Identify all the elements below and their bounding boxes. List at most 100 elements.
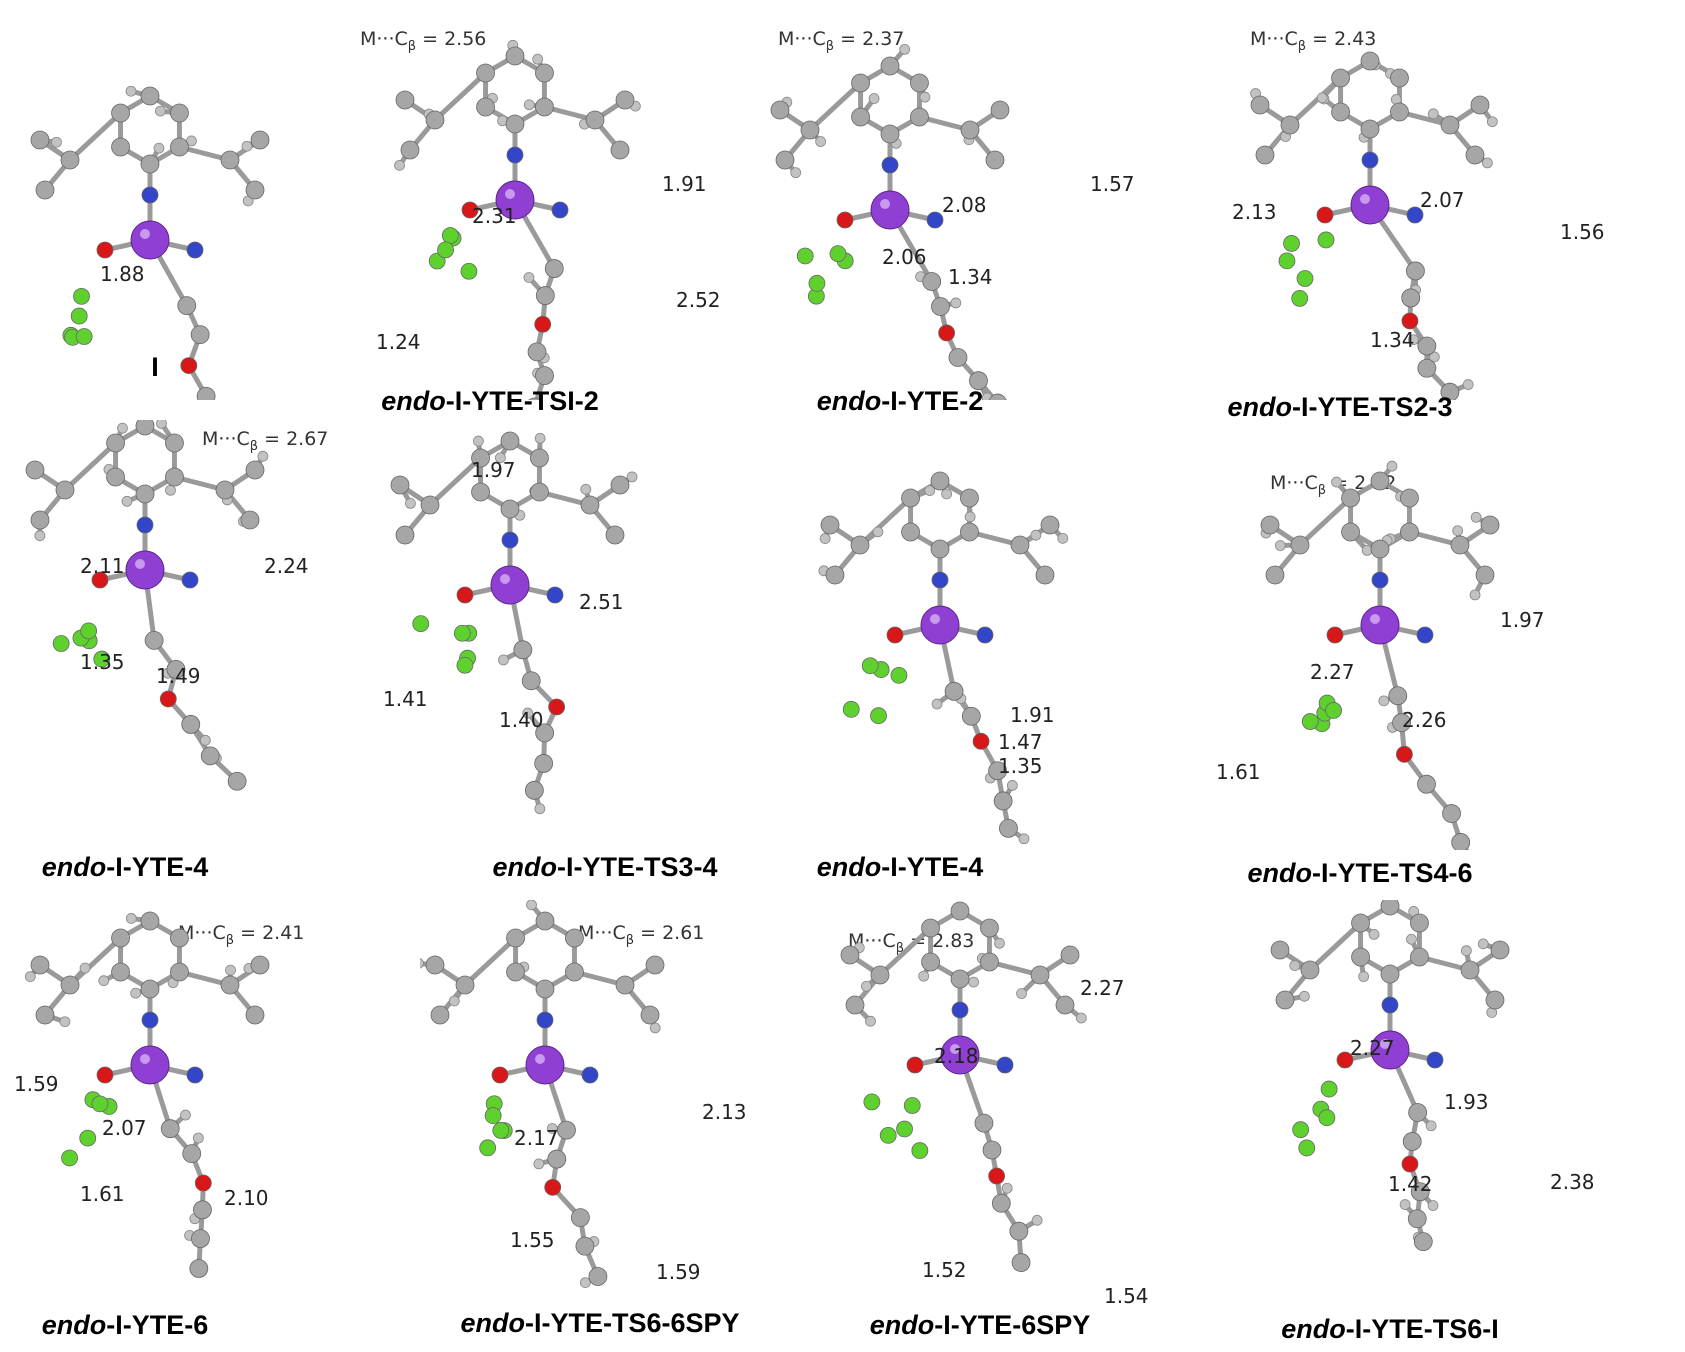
distance-label: 2.51 <box>579 590 624 614</box>
carbon-atom <box>1417 336 1437 356</box>
carbon-atom <box>1275 990 1295 1010</box>
structure-label: endo-I-YTE-TSI-2 <box>381 386 599 416</box>
carbon-atom <box>1030 965 1050 985</box>
bond <box>1297 495 1354 548</box>
oxygen-atom <box>1395 745 1413 763</box>
atoms-group <box>24 911 270 1278</box>
m-cbeta-distance: M···Cβ = 2.43 <box>1250 28 1377 54</box>
carbon-atom <box>111 928 130 948</box>
hydrogen-atom <box>1331 476 1342 488</box>
carbon-atom <box>506 928 525 948</box>
metal-highlight <box>140 229 150 239</box>
hydrogen-atom <box>98 975 110 987</box>
distance-label: 1.35 <box>998 754 1043 778</box>
carbon-atom <box>1413 1232 1433 1252</box>
structure-label: endo-I-YTE-6 <box>41 1310 209 1340</box>
fluorine-atom <box>1317 231 1335 249</box>
hydrogen-atom <box>1030 529 1042 541</box>
structure-label: endo-I-YTE-4 <box>816 852 984 882</box>
fluorine-atom <box>437 241 454 259</box>
carbon-atom <box>135 420 155 436</box>
nitrogen-atom <box>186 1066 204 1084</box>
carbon-atom <box>430 1005 450 1025</box>
carbon-atom <box>425 110 445 130</box>
molecule-model <box>30 85 270 400</box>
hydrogen-atom <box>1425 1120 1437 1132</box>
hydrogen-atom <box>860 980 872 992</box>
carbon-atom <box>534 754 554 773</box>
distance-label: 2.17 <box>514 1126 559 1150</box>
carbon-atom <box>215 480 235 500</box>
hydrogen-atom <box>1361 544 1373 556</box>
molecule-model <box>420 900 665 1289</box>
fluorine-atom <box>1283 235 1300 252</box>
hydrogen-atom <box>522 707 534 719</box>
distance-label: 2.07 <box>102 1116 147 1140</box>
carbon-atom <box>570 1208 590 1228</box>
distance-label: 2.38 <box>1550 1170 1595 1194</box>
carbon-atom <box>930 539 950 559</box>
carbon-atom <box>1392 713 1411 733</box>
distance-label: 2.27 <box>1080 976 1125 1000</box>
nitrogen-atom <box>1406 206 1424 224</box>
structure-TS3-4: 1.97 2.51 1.41 1.40 endo-I-YTE-TS3-4 <box>375 420 795 900</box>
carbon-atom <box>535 97 554 117</box>
oxygen-atom <box>988 1167 1006 1185</box>
structure-label: endo-I-YTE-2 <box>816 386 984 416</box>
metal-highlight <box>505 189 515 199</box>
carbon-atom <box>420 495 440 515</box>
metal-atom <box>1370 1030 1410 1070</box>
carbon-atom <box>535 286 555 305</box>
carbon-atom <box>245 1005 265 1025</box>
metal-atom <box>920 605 960 645</box>
carbon-atom <box>575 1236 595 1256</box>
carbon-atom <box>1060 945 1080 965</box>
carbon-atom <box>30 955 50 975</box>
structure-label: endo-I-YTE-TS6-I <box>1281 1314 1499 1344</box>
structure-TS4-6: M···Cβ = 2.52 1.97 2.27 2.26 1.61 endo-I… <box>1216 420 1685 900</box>
carbon-atom <box>1451 833 1471 850</box>
carbon-atom <box>969 371 988 391</box>
carbon-atom <box>390 475 410 495</box>
carbon-atom <box>1260 515 1280 535</box>
metal-highlight <box>135 559 145 569</box>
fluorine-atom <box>479 1139 497 1157</box>
carbon-atom <box>921 952 940 972</box>
carbon-atom <box>476 63 495 83</box>
fluorine-atom <box>61 1149 78 1167</box>
molecule-model <box>390 431 638 815</box>
structure-label: endo-I-YTE-TS3-4 <box>492 852 718 882</box>
carbon-atom <box>1010 535 1030 555</box>
carbon-atom <box>250 130 270 150</box>
carbon-atom <box>901 522 920 542</box>
oxygen-atom <box>180 357 198 375</box>
carbon-atom <box>580 495 600 515</box>
hydrogen-atom <box>125 85 137 97</box>
carbon-atom <box>640 1005 660 1025</box>
carbon-atom <box>1417 774 1436 794</box>
distance-label: 2.13 <box>702 1100 747 1124</box>
nitrogen-atom <box>996 1056 1014 1074</box>
hydrogen-atom <box>526 900 537 911</box>
carbon-atom <box>988 761 1008 781</box>
hydrogen-atom <box>931 698 943 710</box>
hydrogen-atom <box>968 976 979 988</box>
carbon-atom <box>1380 964 1400 984</box>
hydrogen-atom <box>533 1158 545 1170</box>
carbon-atom <box>170 928 189 948</box>
carbon-atom <box>850 535 870 555</box>
distance-label: 1.49 <box>156 664 201 688</box>
carbon-atom <box>30 510 50 530</box>
oxygen-atom <box>548 698 566 716</box>
metal-atom <box>1350 185 1390 225</box>
carbon-atom <box>140 979 160 999</box>
carbon-atom <box>982 1140 1002 1160</box>
nitrogen-atom <box>536 1011 554 1029</box>
carbon-atom <box>160 1119 180 1139</box>
hydrogen-atom <box>1031 1214 1043 1226</box>
hydrogen-atom <box>405 497 416 509</box>
carbon-atom <box>610 475 630 495</box>
atoms-group <box>770 43 1010 400</box>
hydrogen-atom <box>1406 933 1417 945</box>
hydrogen-atom <box>498 654 509 666</box>
